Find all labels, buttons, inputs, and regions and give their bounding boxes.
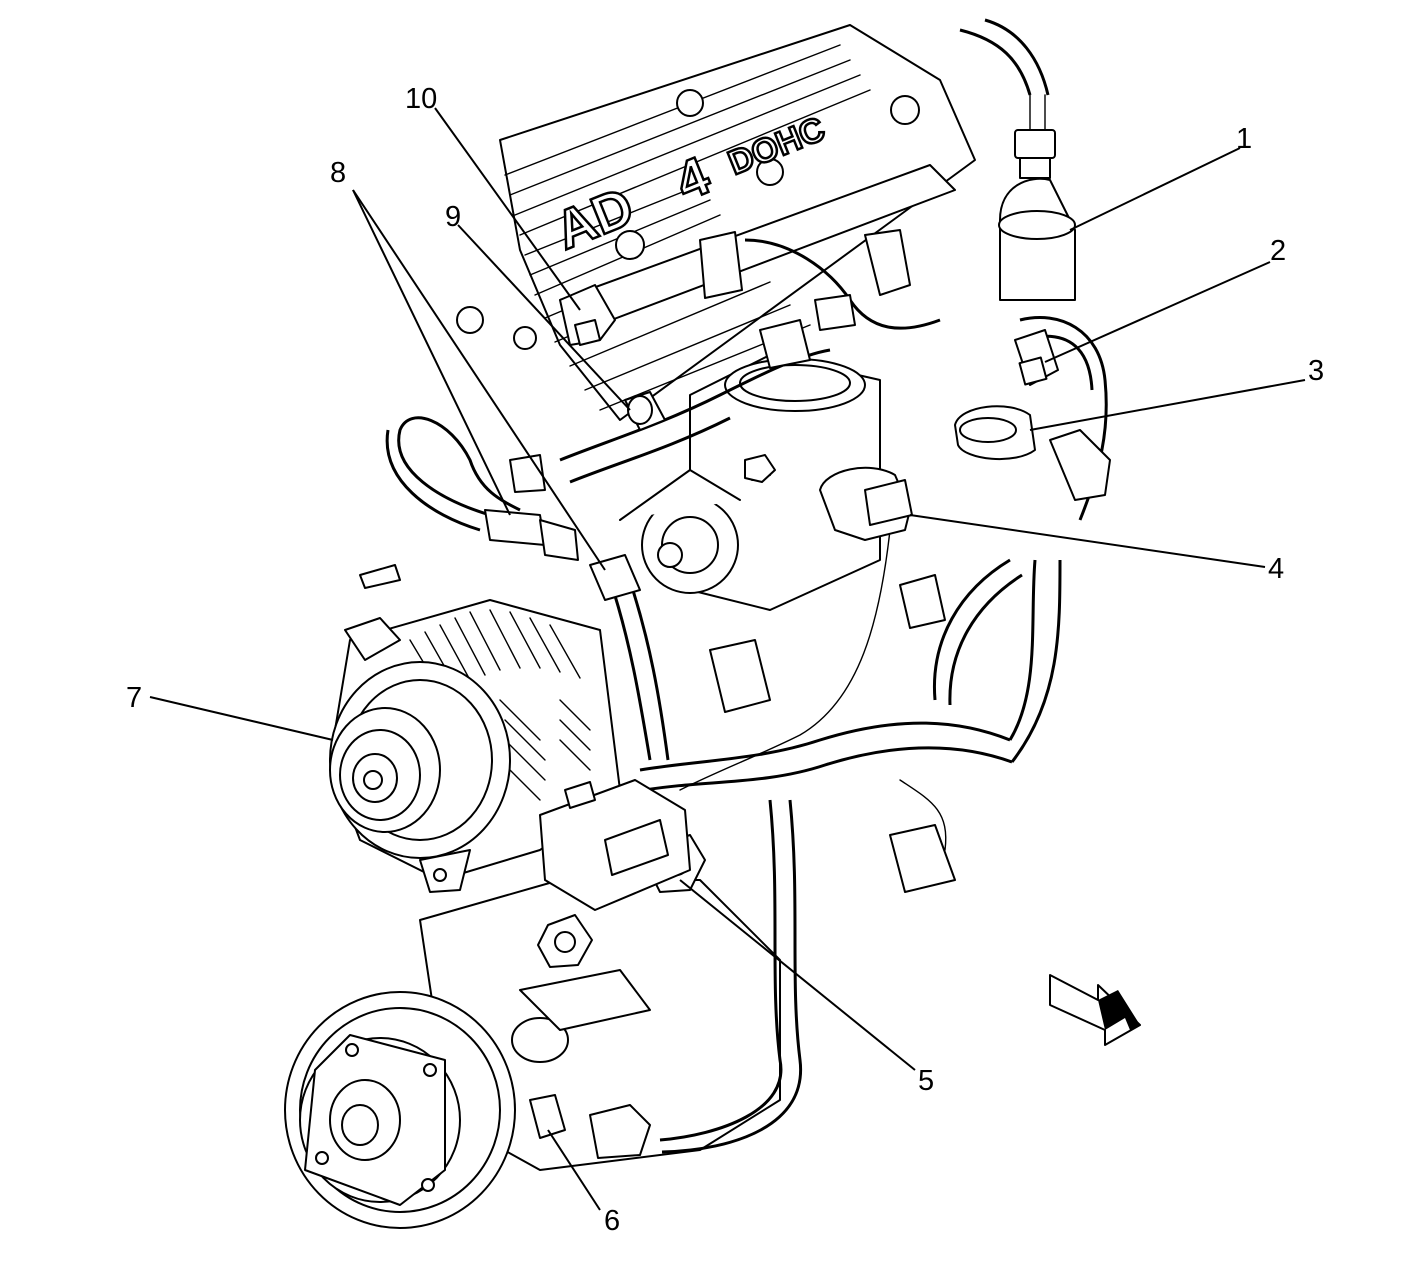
forward-arrow-icon	[1049, 974, 1141, 1046]
cam-cover	[456, 24, 976, 421]
connector-4	[819, 466, 913, 541]
leader-1	[1069, 147, 1241, 231]
leader-10	[434, 107, 581, 311]
leader-9	[457, 224, 631, 411]
leader-7	[149, 696, 334, 741]
leader-5	[679, 879, 916, 1071]
leader-2	[1044, 261, 1271, 363]
alternator	[329, 599, 621, 893]
connector-9	[624, 391, 666, 431]
callout-7: 7	[126, 682, 142, 714]
connector-5	[539, 779, 691, 911]
harness-connector	[699, 229, 956, 893]
callout-8: 8	[330, 157, 346, 189]
callout-2: 2	[1270, 235, 1286, 267]
throttle-body	[619, 354, 881, 611]
callout-6: 6	[604, 1205, 620, 1237]
cover-bolt	[456, 89, 920, 350]
connector-2	[1014, 329, 1059, 386]
connector-6	[529, 1094, 651, 1159]
leader-3	[1029, 379, 1306, 431]
callout-5: 5	[918, 1065, 934, 1097]
sensor-1	[998, 94, 1076, 301]
ac-compressor	[284, 879, 781, 1229]
leader-8a	[352, 189, 511, 516]
leader-8b	[352, 189, 606, 571]
leader-lines	[149, 107, 1306, 1211]
callout-1: 1	[1236, 123, 1252, 155]
leader-4	[909, 514, 1266, 568]
leader-6	[547, 1129, 601, 1211]
callout-4: 4	[1268, 553, 1284, 585]
sensor-3	[954, 405, 1111, 501]
callout-3: 3	[1308, 355, 1324, 387]
connector-8	[359, 454, 641, 601]
callout-10: 10	[405, 83, 437, 115]
callouts: 1 2 3 4 5 6 7 8 9 10	[126, 83, 1324, 1237]
callout-9: 9	[445, 201, 461, 233]
